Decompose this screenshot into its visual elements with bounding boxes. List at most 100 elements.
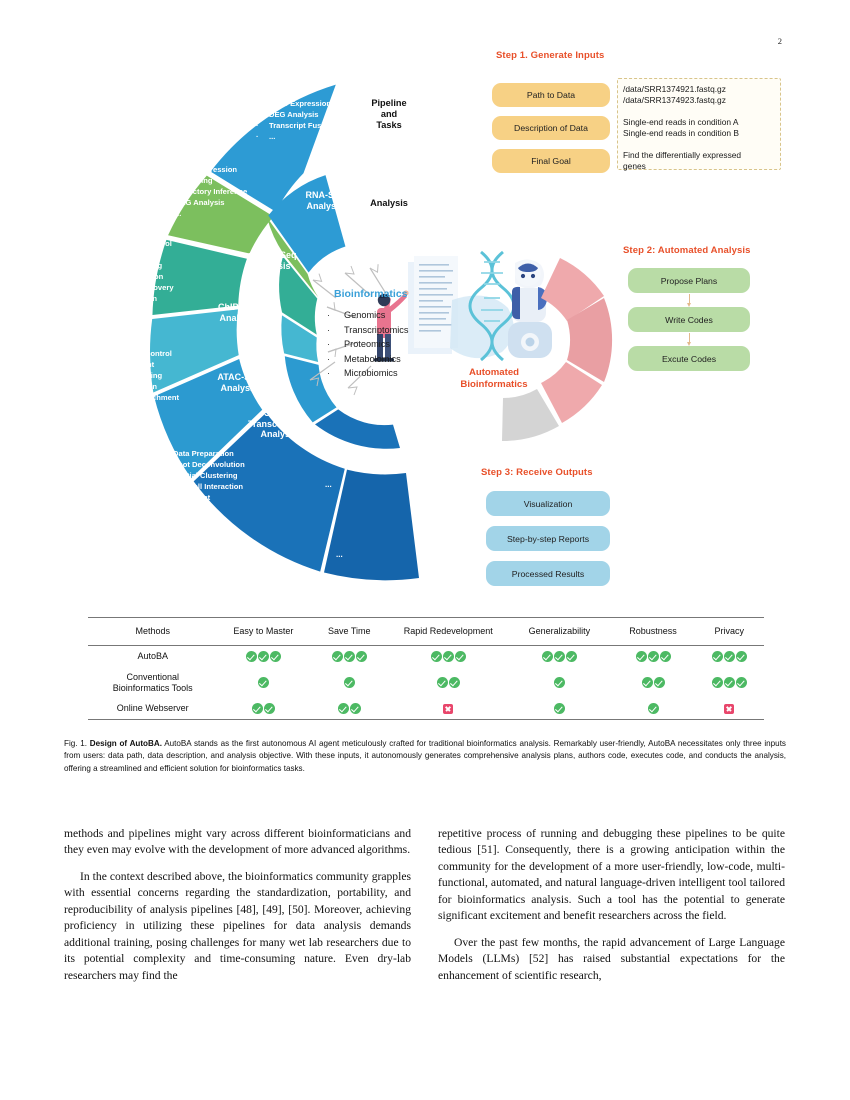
autoba-wheel-diagram xyxy=(149,84,613,581)
check-icon xyxy=(641,677,653,689)
page-number: 2 xyxy=(777,36,782,46)
segment-label-atac-seq: ATAC-Seq Analysis xyxy=(217,372,261,393)
cross-icon xyxy=(443,703,454,714)
tasks-spatial-transcriptome: ·Data Preparation ·Spot Deconvolution ·S… xyxy=(160,449,245,513)
table-header-row: Methods Easy to Master Save Time Rapid R… xyxy=(88,617,764,646)
step3-item-processed-results[interactable]: Processed Results xyxy=(486,561,610,586)
caption-bold-title: Design of AutoBA. xyxy=(89,739,162,748)
cell-webserver-easy-to-master xyxy=(217,698,309,720)
segment-label-chip-seq: ChIP-Seq Analysis xyxy=(217,302,258,323)
tasks-atac-seq: ·Quality Control ·Alignment ·Peak Callin… xyxy=(104,349,180,413)
outer-heading-analysis: Analysis xyxy=(370,198,408,208)
table-rule-cell xyxy=(88,720,764,721)
body-paragraph: Over the past few months, the rapid adva… xyxy=(438,935,785,982)
center-title: Bioinformatics xyxy=(334,288,408,300)
step3-item-step-by-step-reports[interactable]: Step-by-step Reports xyxy=(486,526,610,551)
cell-webserver-robustness xyxy=(611,698,694,720)
body-paragraph: methods and pipelines might vary across … xyxy=(64,827,411,857)
step1-row-2-value: Find the differentially expressed genes xyxy=(623,150,742,172)
step1-row-1-label[interactable]: Description of Data xyxy=(492,116,610,140)
col-header-easy-to-master: Easy to Master xyxy=(233,626,294,636)
check-icon xyxy=(337,703,349,715)
col-header-privacy: Privacy xyxy=(714,626,745,636)
step2-item-write-codes[interactable]: Write Codes xyxy=(628,307,750,332)
researcher-figure xyxy=(374,290,409,362)
check-icon xyxy=(251,703,263,715)
step1-inputs-box xyxy=(617,78,781,170)
segment-label-scrna-seq: scRNA-Seq Analysis xyxy=(247,250,297,271)
row-method-autoba: AutoBA xyxy=(137,651,168,662)
cell-conventional-robustness xyxy=(611,667,694,698)
row-method-online-webserver: Online Webserver xyxy=(116,703,189,714)
cell-autoba-robustness xyxy=(611,646,694,668)
cell-conventional-easy-to-master xyxy=(217,667,309,698)
tasks-more-1: ... xyxy=(325,480,332,489)
check-icon xyxy=(331,651,343,662)
pink-arc-bottom xyxy=(541,362,602,423)
check-icon xyxy=(430,651,442,662)
check-icon xyxy=(448,677,460,689)
step1-row-0-label[interactable]: Path to Data xyxy=(492,83,610,107)
outer-heading-pipeline-and-tasks: Pipeline and Tasks xyxy=(371,98,407,131)
check-icon xyxy=(711,651,723,662)
segment-label-more-1: ... xyxy=(326,430,334,440)
center-item: Proteomics xyxy=(344,339,390,350)
check-icon xyxy=(454,651,466,662)
check-icon xyxy=(245,651,257,662)
step1-row-0-value: /data/SRR1374921.fastq.gz /data/SRR13749… xyxy=(623,84,726,106)
caption-prefix: Fig. 1. xyxy=(64,739,90,748)
cell-webserver-save-time xyxy=(309,698,389,720)
automated-bioinformatics-label: Automated Bioinformatics xyxy=(460,367,528,390)
tasks-rna-seq: ·Quality Control ·Alignment ·Gene Expres… xyxy=(256,77,333,141)
check-icon xyxy=(553,677,565,689)
step1-row-2-label[interactable]: Final Goal xyxy=(492,149,610,173)
check-icon xyxy=(647,703,659,715)
body-paragraph: repetitive process of running and debugg… xyxy=(438,827,785,923)
cell-webserver-rapid-redevelopment xyxy=(389,698,507,720)
check-icon xyxy=(735,677,747,689)
check-icon xyxy=(723,677,735,689)
step1-row-1-value: Single-end reads in condition A Single-e… xyxy=(623,117,739,139)
cross-icon xyxy=(724,703,735,714)
step3-item-visualization[interactable]: Visualization xyxy=(486,491,610,516)
row-method-conventional-tools: Conventional Bioinformatics Tools xyxy=(112,672,193,693)
cell-autoba-easy-to-master xyxy=(217,646,309,668)
step2-arrow-2 xyxy=(686,333,691,346)
check-icon xyxy=(343,651,355,662)
check-icon xyxy=(659,651,671,662)
table-row: AutoBA xyxy=(88,645,764,668)
col-header-robustness: Robustness xyxy=(629,626,677,636)
cell-conventional-privacy xyxy=(695,667,764,698)
check-icon xyxy=(565,651,577,662)
check-icon xyxy=(269,651,281,662)
check-icon xyxy=(257,651,269,662)
comparison-table: Methods Easy to Master Save Time Rapid R… xyxy=(88,617,764,721)
table-row: Online Webserver xyxy=(88,698,764,720)
table-header: Methods Easy to Master Save Time Rapid R… xyxy=(88,617,764,646)
cell-autoba-save-time xyxy=(309,646,389,668)
check-icon xyxy=(711,677,723,689)
col-header-generalizability: Generalizability xyxy=(528,626,591,636)
table-body: AutoBA Conventional Bioinformatics Tools xyxy=(88,645,764,721)
check-icon xyxy=(735,651,747,662)
center-item-list: ·Genomics ·Transcriptomics ·Proteomics ·… xyxy=(327,310,409,379)
check-icon xyxy=(553,651,565,662)
col-header-methods: Methods xyxy=(135,626,170,636)
center-item: Microbiomics xyxy=(344,368,398,379)
step2-item-propose-plans[interactable]: Propose Plans xyxy=(628,268,750,293)
step1-title: Step 1. Generate Inputs xyxy=(496,50,605,61)
cell-autoba-generalizability xyxy=(507,646,611,668)
body-paragraph: In the context described above, the bioi… xyxy=(64,869,411,982)
col-header-rapid-redevelopment: Rapid Redevelopment xyxy=(403,626,493,636)
step2-title: Step 2: Automated Analysis xyxy=(623,245,751,256)
check-icon xyxy=(635,651,647,662)
comparison-table-wrapper: Methods Easy to Master Save Time Rapid R… xyxy=(88,617,764,721)
segment-label-rna-seq: RNA-Seq Analysis xyxy=(305,190,345,211)
cell-webserver-privacy xyxy=(695,698,764,720)
cell-conventional-generalizability xyxy=(507,667,611,698)
tasks-more-2: ... xyxy=(336,550,343,559)
step2-item-excute-codes[interactable]: Excute Codes xyxy=(628,346,750,371)
grey-arc xyxy=(502,389,559,442)
col-header-save-time: Save Time xyxy=(327,626,371,636)
cell-conventional-save-time xyxy=(309,667,389,698)
